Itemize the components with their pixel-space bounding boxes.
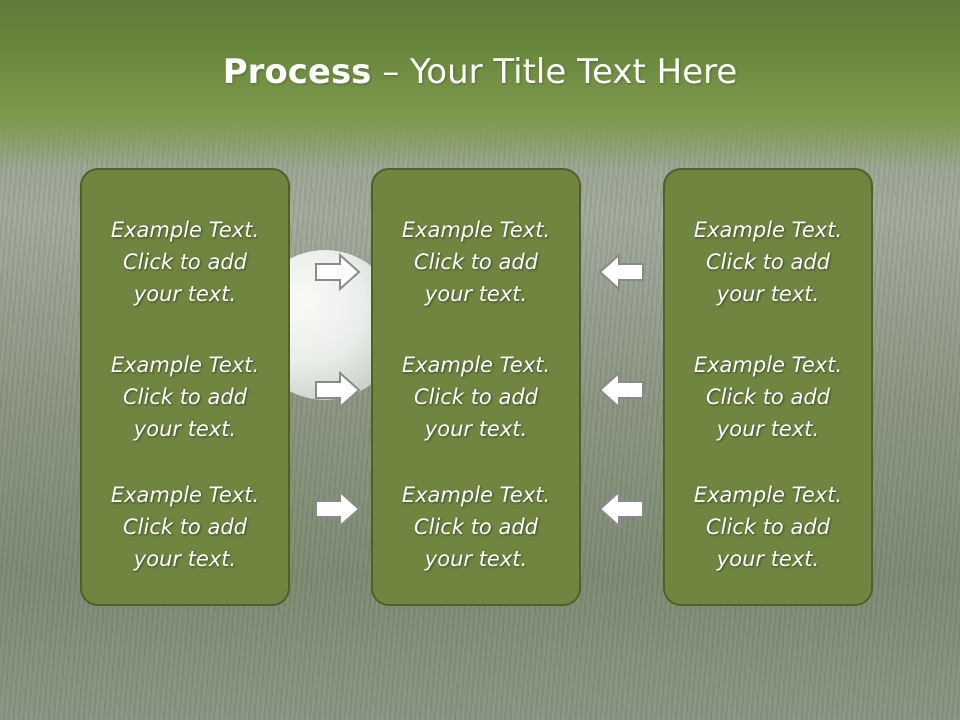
text-line: Example Text.: [110, 218, 260, 242]
panel-text-block[interactable]: Example Text. Click to add your text.: [373, 349, 579, 445]
panel-text-block[interactable]: Example Text. Click to add your text.: [665, 349, 871, 445]
text-line: Click to add: [122, 385, 247, 409]
title-rest-text: – Your Title Text Here: [371, 52, 738, 92]
text-line: Example Text.: [110, 483, 260, 507]
panel-text-block[interactable]: Example Text. Click to add your text.: [82, 479, 288, 575]
panel-text-block[interactable]: Example Text. Click to add your text.: [665, 479, 871, 575]
text-panel-middle[interactable]: Example Text. Click to add your text. Ex…: [371, 168, 581, 606]
text-line: Click to add: [705, 515, 830, 539]
text-line: your text.: [716, 282, 820, 306]
title-band: [0, 0, 960, 170]
panel-text-block[interactable]: Example Text. Click to add your text.: [373, 214, 579, 310]
text-line: your text.: [424, 547, 528, 571]
text-line: Example Text.: [401, 353, 551, 377]
text-line: Click to add: [413, 250, 538, 274]
arrow-right-icon[interactable]: [314, 252, 362, 292]
text-line: your text.: [716, 417, 820, 441]
text-panel-right[interactable]: Example Text. Click to add your text. Ex…: [663, 168, 873, 606]
panel-text-block[interactable]: Example Text. Click to add your text.: [373, 479, 579, 575]
panel-text-block[interactable]: Example Text. Click to add your text.: [82, 349, 288, 445]
slide-title[interactable]: Process – Your Title Text Here: [0, 52, 960, 92]
text-line: Example Text.: [693, 218, 843, 242]
arrow-left-icon[interactable]: [597, 252, 645, 292]
text-panel-left[interactable]: Example Text. Click to add your text. Ex…: [80, 168, 290, 606]
arrow-left-icon[interactable]: [597, 370, 645, 410]
panel-text-block[interactable]: Example Text. Click to add your text.: [82, 214, 288, 310]
text-line: Click to add: [705, 250, 830, 274]
text-line: Click to add: [413, 385, 538, 409]
text-line: Click to add: [122, 515, 247, 539]
arrow-right-icon[interactable]: [314, 489, 362, 529]
arrow-right-icon[interactable]: [314, 370, 362, 410]
text-line: your text.: [133, 282, 237, 306]
text-line: Click to add: [413, 515, 538, 539]
text-line: your text.: [424, 282, 528, 306]
title-bold-text: Process: [222, 52, 372, 92]
text-line: Click to add: [122, 250, 247, 274]
text-line: Example Text.: [693, 483, 843, 507]
text-line: your text.: [133, 547, 237, 571]
text-line: Example Text.: [401, 218, 551, 242]
text-line: your text.: [424, 417, 528, 441]
text-line: your text.: [716, 547, 820, 571]
text-line: Click to add: [705, 385, 830, 409]
text-line: Example Text.: [110, 353, 260, 377]
arrow-left-icon[interactable]: [597, 489, 645, 529]
text-line: Example Text.: [401, 483, 551, 507]
text-line: your text.: [133, 417, 237, 441]
text-line: Example Text.: [693, 353, 843, 377]
panel-text-block[interactable]: Example Text. Click to add your text.: [665, 214, 871, 310]
